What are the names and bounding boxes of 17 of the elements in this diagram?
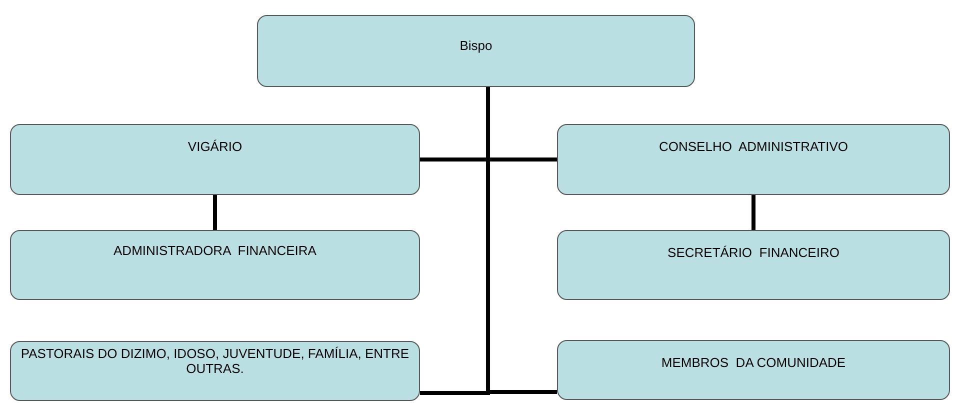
box-label: MEMBROS DA COMUNIDADE	[660, 355, 847, 370]
org-box	[257, 15, 695, 87]
box-label: CONSELHO ADMINISTRATIVO	[658, 139, 849, 154]
connector-line	[752, 195, 756, 230]
connector-line	[486, 87, 557, 394]
connector-line	[213, 195, 217, 230]
org-box	[10, 341, 420, 401]
org-box	[10, 230, 420, 300]
box-label: SECRETÁRIO FINANCEIRO	[666, 245, 840, 260]
org-box	[557, 340, 950, 400]
box-label: Bispo	[458, 38, 494, 53]
org-box	[557, 230, 950, 300]
org-box	[557, 124, 950, 195]
box-label: ADMINISTRADORA FINANCEIRA	[112, 243, 318, 258]
box-label: VIGÁRIO	[186, 139, 244, 154]
org-box	[10, 124, 420, 195]
box-label: PASTORAIS DO DIZIMO, IDOSO, JUVENTUDE, FAMÍLIA, ENTRE OUTRAS.	[20, 346, 410, 376]
